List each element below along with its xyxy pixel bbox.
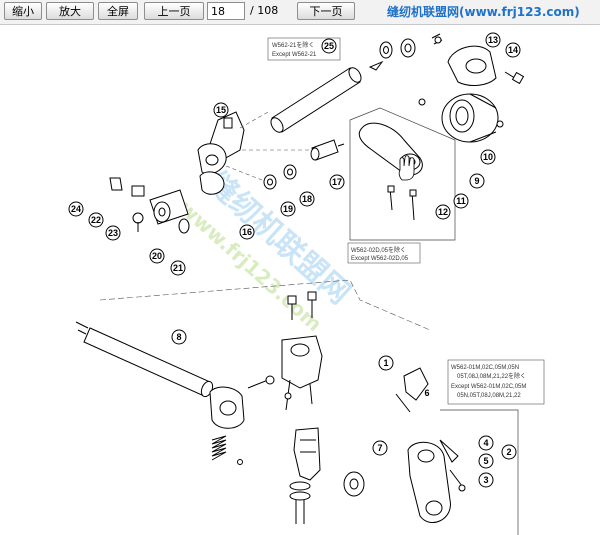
callout-7 [372, 440, 388, 456]
callout-4 [478, 435, 494, 451]
parts-diagram-svg: 缝纫机联盟网 www.frj123.com [68, 32, 545, 535]
note-11-ja: W562-02D,05を除く [351, 246, 406, 254]
part-10-hub [418, 93, 504, 143]
note-2-line3: Except W562-01M,02C,05M [451, 384, 526, 390]
callout-12-label: 12 [438, 207, 448, 217]
callout-15 [213, 102, 229, 118]
page-total-label: / 108 [250, 4, 279, 17]
note-2-line2: 05T,08J,08M,21,22を除く [457, 372, 526, 380]
callout-10 [480, 149, 496, 165]
note-11-en: Except W562-02D,05 [351, 256, 409, 262]
callout-13-label: 13 [488, 35, 498, 45]
callout-19-label: 19 [283, 204, 293, 214]
next-page-button[interactable]: 下一页 [297, 2, 355, 20]
callout-1-label: 1 [383, 358, 388, 368]
part-17-pin [310, 139, 345, 161]
callout-20-label: 20 [152, 251, 162, 261]
site-title: 缝纫机联盟网(www.frj123.com) [387, 5, 580, 19]
callout-5 [478, 453, 494, 469]
callout-8 [171, 329, 187, 345]
callout-9 [469, 173, 485, 189]
callout-25-label: 25 [324, 41, 334, 51]
callout-16 [239, 224, 255, 240]
callout-24 [68, 201, 84, 217]
callout-5-label: 5 [483, 456, 488, 466]
part-7-washer [343, 471, 365, 497]
callout-18-label: 18 [302, 194, 312, 204]
callout-21-label: 21 [173, 263, 183, 273]
callout-18 [299, 191, 315, 207]
callout-21 [170, 260, 186, 276]
callout-11 [453, 193, 469, 209]
callout-3 [478, 472, 494, 488]
part-22-23-24 [109, 177, 145, 232]
callout-15-label: 15 [216, 105, 226, 115]
note-texts: W562-21を除く Except W562-21 W562-02D,05を除く… [272, 41, 526, 399]
note-2-line1: W562-01M,02C,05M,05N [451, 365, 519, 371]
part-2-lever [395, 367, 466, 523]
callout-9-label: 9 [474, 176, 479, 186]
note-25-en: Except W562-21 [272, 52, 317, 58]
zoom-in-button[interactable]: 放大 [46, 2, 94, 20]
callout-24-label: 24 [71, 204, 81, 214]
callout-8-label: 8 [176, 332, 181, 342]
zoom-out-button[interactable]: 缩小 [4, 2, 42, 20]
part-25-shaft [270, 67, 362, 133]
part-20-21 [149, 189, 190, 234]
callout-10-label: 10 [483, 152, 493, 162]
callout-numbers: 1 2 3 4 5 6 7 8 9 10 11 12 13 14 15 16 1… [71, 35, 518, 485]
callout-20 [149, 248, 165, 264]
previous-page-button[interactable]: 上一页 [144, 2, 204, 20]
part-18-19-washers [263, 164, 297, 190]
fullscreen-button[interactable]: 全屏 [98, 2, 138, 20]
callout-7-label: 7 [377, 443, 382, 453]
callout-23 [105, 225, 121, 241]
callout-12 [435, 204, 451, 220]
note-box-25 [267, 37, 341, 61]
callout-4-label: 4 [483, 438, 488, 448]
callout-22 [88, 212, 104, 228]
note-box-11 [347, 242, 421, 264]
group-box-2 [440, 409, 519, 535]
callout-13 [485, 32, 501, 48]
callout-3-label: 3 [483, 475, 488, 485]
callout-17-label: 17 [332, 177, 342, 187]
callout-16-label: 16 [242, 227, 252, 237]
callout-1 [378, 355, 394, 371]
group-box-11 [349, 107, 456, 241]
note-box-2 [447, 359, 545, 405]
part-1-linkage [209, 291, 323, 429]
viewer-toolbar: 缩小 放大 全屏 上一页 / 108 下一页 缝纫机联盟网(www.frj123… [0, 0, 600, 25]
callout-14 [505, 42, 521, 58]
callout-14-label: 14 [508, 45, 518, 55]
parts-diagram[interactable]: 缝纫机联盟网 www.frj123.com [0, 25, 600, 535]
part-14-screw [504, 71, 525, 85]
note-2-line4: 05N,05T,08J,08M,21,22 [457, 393, 521, 399]
spring-left [211, 435, 243, 465]
hand-cursor-icon [398, 155, 415, 181]
callout-22-label: 22 [91, 215, 101, 225]
callout-2-label: 2 [506, 447, 511, 457]
callout-circles [68, 32, 521, 488]
note-25-ja: W562-21を除く [272, 41, 314, 49]
page-number-input[interactable] [207, 2, 245, 20]
callout-25 [321, 38, 337, 54]
callout-19 [280, 201, 296, 217]
callout-23-label: 23 [108, 228, 118, 238]
part-8-shaft [75, 321, 214, 398]
part-15-bracket [197, 111, 245, 195]
part-13-clamp [431, 33, 497, 86]
callout-17 [329, 174, 345, 190]
callout-6-label: 6 [424, 388, 429, 398]
callout-11-label: 11 [456, 196, 466, 206]
callout-2 [501, 444, 517, 460]
part-lower-fork [289, 427, 321, 524]
part-26-27-rings [368, 38, 416, 71]
